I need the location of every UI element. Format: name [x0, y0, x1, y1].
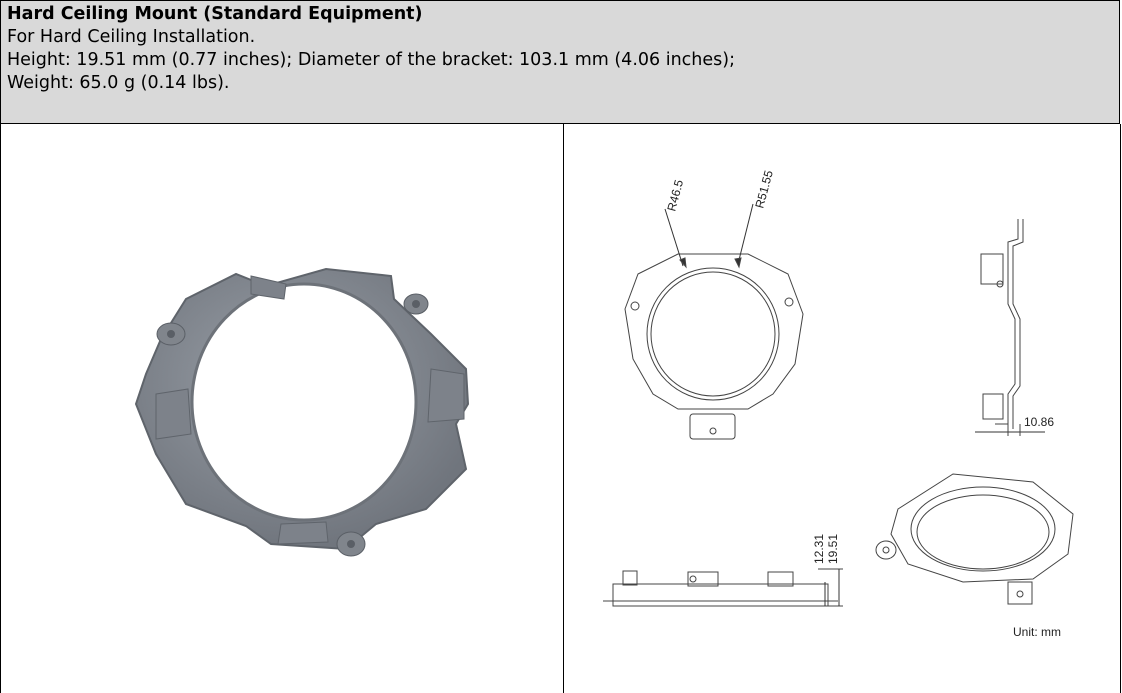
isometric-view	[875, 473, 1074, 605]
dim-h1: 12.31	[812, 534, 826, 564]
bracket-photo	[134, 267, 470, 557]
side-view	[975, 219, 1045, 436]
top-view	[624, 203, 804, 440]
dim-r-inner: R46.5	[664, 178, 686, 213]
technical-drawing: R46.5 R51.55 10.86	[603, 168, 1074, 639]
weight-text: Weight: 65.0 g (0.14 lbs).	[7, 73, 230, 93]
product-title: Hard Ceiling Mount (Standard Equipment)	[7, 4, 423, 24]
dim-r-outer: R51.55	[752, 168, 776, 209]
drawing-cell: R46.5 R51.55 10.86	[563, 124, 1121, 693]
photo-cell	[0, 124, 564, 693]
unit-note: Unit: mm	[1013, 625, 1061, 639]
dim-h2: 19.51	[826, 534, 840, 564]
installation-note: For Hard Ceiling Installation.	[7, 27, 256, 47]
spec-header: Hard Ceiling Mount (Standard Equipment) …	[0, 0, 1120, 124]
dim-offset: 10.86	[1024, 415, 1054, 429]
dimensions-text: Height: 19.51 mm (0.77 inches); Diameter…	[7, 50, 735, 70]
front-view	[603, 568, 843, 607]
bracket-hole	[190, 282, 418, 522]
